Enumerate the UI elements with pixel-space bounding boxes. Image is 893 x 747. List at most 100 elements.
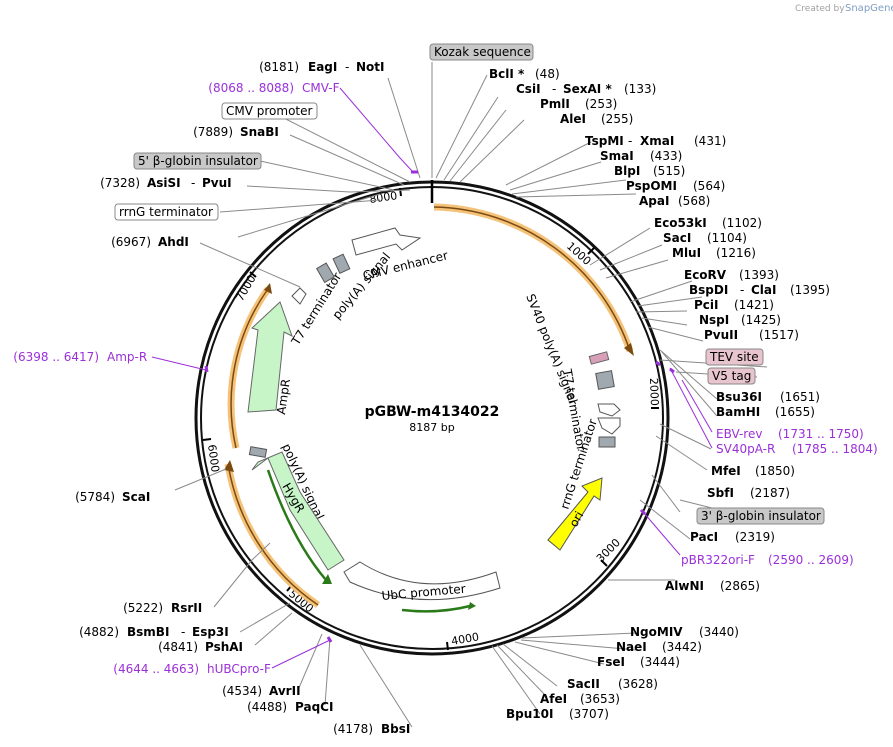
site-name-sbfi: SbfI — [707, 486, 734, 500]
site-name-paci: PacI — [690, 530, 718, 544]
site-name-alei: AleI — [560, 112, 586, 126]
tick-7000: 7000 — [233, 273, 258, 304]
rrng-terminator-box-label: rrnG terminator — [119, 205, 213, 219]
site-pos-snabi: (7889) — [193, 125, 233, 139]
tev-site-shape — [588, 351, 610, 365]
site-name-pvui: PvuI — [202, 176, 232, 190]
site-pos-fsei: (3444) — [640, 655, 680, 669]
ori-arrow — [547, 477, 603, 551]
site-pos-pmli: (253) — [585, 97, 617, 111]
primer-range-pbr322ori-f: (2590 .. 2609) — [768, 553, 854, 567]
primer-range-hubcpro-f: (4644 .. 4663) — [113, 662, 199, 676]
site-pos-bspdi: (1395) — [790, 283, 830, 297]
v5-tag-box — [707, 367, 756, 385]
site-name-clai: ClaI — [751, 283, 776, 297]
site-name-bbsi: BbsI — [381, 722, 410, 736]
site-name-bsu36i: Bsu36I — [716, 390, 762, 404]
hygr-orf-line — [266, 469, 327, 581]
polya-box-left — [248, 446, 268, 458]
site-name-nspi: NspI — [699, 313, 729, 327]
site-pos-naei: (3442) — [662, 640, 702, 654]
site-pos-sacii: (3628) — [618, 677, 658, 691]
primer-range-ebv-rev: (1731 .. 1750) — [778, 427, 864, 441]
site-name-pmli: PmlI — [540, 97, 570, 111]
v5-tag-label: V5 tag — [712, 369, 751, 383]
plasmid-name: pGBW-m4134022 — [365, 404, 500, 420]
kozak-box — [429, 43, 534, 61]
site-name-avrii: AvrII — [269, 684, 301, 698]
tick-6000: 6000 — [205, 444, 222, 474]
site-name-rsrii: RsrII — [171, 601, 202, 615]
site-pos-paci: (2319) — [735, 530, 775, 544]
primer-name-cmv-f: CMV-F — [302, 81, 340, 95]
site-pos-alei: (255) — [601, 112, 633, 126]
site-pos-alwni: (2865) — [720, 579, 760, 593]
primer-name-amp-r: Amp-R — [107, 350, 147, 364]
kozak-label: Kozak sequence — [434, 45, 531, 59]
primer-range-sv40pa-r: (1785 .. 1804) — [792, 442, 878, 456]
site-name-pspomi: PspOMI — [626, 179, 677, 193]
tev-site-label: TEV site — [709, 350, 759, 364]
site-name-eco53ki: Eco53kI — [654, 216, 707, 230]
site-pos-mlui: (1216) — [716, 246, 756, 260]
primer-range-amp-r: (6398 .. 6417) — [13, 350, 99, 364]
site-name-ahdi: AhdI — [158, 235, 189, 249]
site-name-pvuii: PvuII — [704, 328, 738, 342]
polya-box-2 — [332, 253, 351, 275]
site-pos-pcii: (1421) — [734, 298, 774, 312]
site-name-pshai: PshAI — [205, 640, 243, 654]
rrng-terminator-r-shape — [597, 417, 621, 435]
site-name-paqci: PaqCI — [295, 700, 333, 714]
grey-box-right-1 — [595, 370, 615, 390]
ubc-orf-line — [401, 604, 471, 613]
site-pos-tspmi: (431) — [694, 134, 726, 148]
site-pos-nspi: (1425) — [741, 313, 781, 327]
site-name-fsei: FseI — [597, 655, 625, 669]
site-name-smai: SmaI — [600, 149, 634, 163]
enzyme-sites-right: BclI * (48) CsiI - SexAI * (133) PmlI (2… — [489, 67, 830, 721]
ori-label: ori — [566, 509, 586, 530]
site-pos-avrii: (4534) — [222, 684, 262, 698]
site-name-naei: NaeI — [616, 640, 647, 654]
snapgene-logo: SnapGene — [845, 3, 893, 14]
beta-globin-3-label: 3' β-globin insulator — [701, 509, 821, 523]
site-name-sexai: SexAI * — [563, 82, 612, 96]
svg-text:-: - — [191, 176, 195, 190]
site-pos-eagi: (8181) — [259, 60, 299, 74]
tev-site-box — [705, 348, 764, 366]
site-pos-saci: (1104) — [707, 231, 747, 245]
beta-globin-5-box — [133, 152, 262, 170]
site-pos-scai: (5784) — [75, 490, 115, 504]
site-pos-smai: (433) — [650, 149, 682, 163]
primer-name-ebv-rev: EBV-rev — [716, 427, 762, 441]
site-name-tspmi: TspMI — [585, 134, 624, 148]
boxed-labels: Kozak sequence CMV promoter 5' β-globin … — [114, 43, 825, 525]
site-pos-bbsi: (4178) — [333, 722, 373, 736]
site-pos-bsmbi: (4882) — [79, 625, 119, 639]
primer-name-hubcpro-f: hUBCpro-F — [207, 662, 271, 676]
beta-globin-3-box — [696, 507, 825, 525]
tick-2000: 2000 — [647, 378, 661, 406]
site-name-pcii: PciI — [694, 298, 719, 312]
site-name-noti: NotI — [356, 60, 385, 74]
svg-text:-: - — [740, 283, 744, 297]
ampr-label: AmpR — [274, 378, 293, 415]
site-pos-afei: (3653) — [580, 692, 620, 706]
site-pos-bsu36i: (1651) — [780, 390, 820, 404]
site-pos-pshai: (4841) — [158, 640, 198, 654]
site-name-eagi: EagI — [308, 60, 337, 74]
site-pos-asisi: (7328) — [100, 176, 140, 190]
t7-terminator-r-shape — [597, 403, 621, 417]
site-name-bcli: BclI * — [489, 67, 525, 81]
site-name-saci: SacI — [663, 231, 691, 245]
site-pos-rsrii: (5222) — [123, 601, 163, 615]
tick-8000: 8000 — [369, 189, 399, 206]
grey-box-right-2 — [598, 436, 616, 448]
site-name-snabi: SnaBI — [240, 125, 279, 139]
site-name-xmai: XmaI — [640, 134, 674, 148]
site-name-bamhi: BamHI — [716, 405, 760, 419]
site-name-esp3i: Esp3I — [192, 625, 229, 639]
site-name-mfei: MfeI — [711, 464, 741, 478]
beta-globin-5-label: 5' β-globin insulator — [138, 154, 258, 168]
